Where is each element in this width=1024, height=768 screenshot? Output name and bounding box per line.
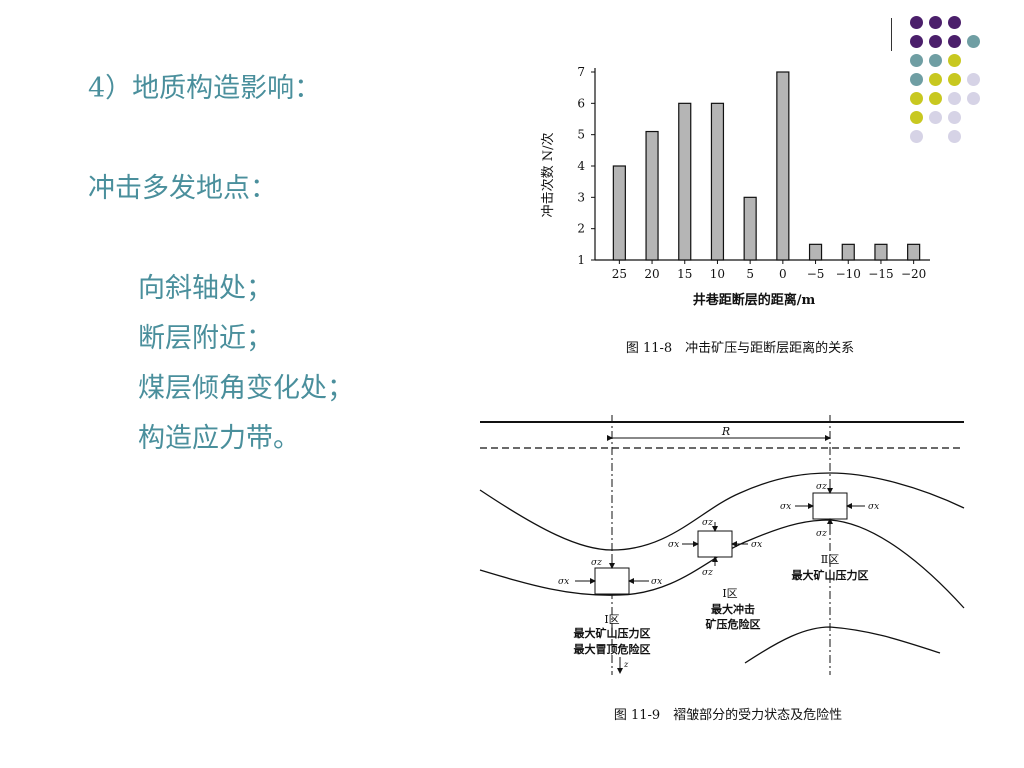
decoration-dot <box>967 73 980 86</box>
list-item: 构造应力带。 <box>138 423 300 454</box>
fold-stress-diagram: R σz σx σx σz σz σx σx σz σz σx σx Ⅰ区 最大… <box>479 415 965 723</box>
chart-y-tick-label: 1 <box>577 253 585 267</box>
decoration-line <box>891 18 892 51</box>
decoration-dot <box>948 73 961 86</box>
chart-bar <box>874 243 888 261</box>
decoration-dot <box>929 92 942 105</box>
sigma-x-label: σx <box>780 502 791 512</box>
chart-y-tick-label: 5 <box>577 128 585 142</box>
decoration-dot <box>929 54 942 67</box>
fold-curve-lower <box>479 519 965 609</box>
decoration-dot <box>967 92 980 105</box>
sigma-z-label: σz <box>816 529 827 539</box>
decoration-dot <box>948 92 961 105</box>
chart-caption: 图 11-8 冲击矿压与距断层距离的关系 <box>626 340 854 356</box>
zone-mid-roman: Ⅰ区 <box>722 587 737 600</box>
sigma-x-label: σx <box>751 540 762 550</box>
sigma-x-label: σx <box>868 502 879 512</box>
chart-y-tick-label: 7 <box>577 65 585 79</box>
list-item: 断层附近； <box>138 323 273 354</box>
chart-x-tick-label: −10 <box>836 267 861 281</box>
zone2-roman: Ⅱ区 <box>821 553 839 566</box>
decoration-dot <box>910 35 923 48</box>
chart-y-tick-label: 6 <box>577 96 585 110</box>
chart-y-tick-label: 3 <box>577 190 585 204</box>
chart-bar <box>841 243 855 261</box>
chart-x-tick-label: 5 <box>746 267 754 281</box>
z-label: z <box>623 660 629 669</box>
decoration-dot <box>948 111 961 124</box>
chart-bar <box>907 243 921 261</box>
decoration-dot <box>910 111 923 124</box>
chart-bar <box>808 243 823 261</box>
stress-element-3 <box>812 492 848 520</box>
list-item: 向斜轴处； <box>138 273 273 304</box>
zone1-roman: Ⅰ区 <box>604 613 619 626</box>
fold-curve-bottom <box>744 626 941 664</box>
sigma-z-label: σz <box>591 558 602 568</box>
chart-x-tick-label: −20 <box>901 267 926 281</box>
fold-curve-upper <box>479 472 965 551</box>
list-item: 煤层倾角变化处； <box>138 373 354 404</box>
decoration-dot <box>910 54 923 67</box>
slide-subheading: 冲击多发地点： <box>88 173 277 204</box>
chart-x-tick-label: −5 <box>807 267 825 281</box>
sigma-z-label: σz <box>816 482 827 492</box>
decoration-dot <box>948 35 961 48</box>
decoration-dot <box>967 35 980 48</box>
stress-element-1 <box>594 567 630 595</box>
decoration-dot <box>929 35 942 48</box>
chart-x-tick-label: 10 <box>710 267 725 281</box>
chart-y-tick-label: 2 <box>577 222 585 236</box>
chart-x-tick-label: 20 <box>644 267 659 281</box>
decoration-dot <box>910 73 923 86</box>
sigma-x-label: σx <box>668 540 679 550</box>
decoration-dot <box>910 92 923 105</box>
chart-bar <box>612 165 626 261</box>
chart-y-tick-label: 4 <box>577 159 585 173</box>
chart-x-tick-label: 25 <box>612 267 627 281</box>
chart-bar <box>710 102 725 261</box>
chart-bar <box>645 130 659 261</box>
decoration-dot <box>948 54 961 67</box>
r-label: R <box>721 425 730 438</box>
sigma-x-label: σx <box>558 577 569 587</box>
decoration-dot <box>929 111 942 124</box>
zone-mid-line1: 最大冲击 <box>711 602 755 616</box>
sigma-z-label: σz <box>702 568 713 578</box>
chart-y-axis-label: 冲击次数 N/次 <box>540 133 556 218</box>
sigma-z-label: σz <box>702 518 713 528</box>
decoration-dot <box>910 16 923 29</box>
diagram-caption: 图 11-9 褶皱部分的受力状态及危险性 <box>614 707 842 723</box>
zone1-line2: 最大冒顶危险区 <box>574 642 651 656</box>
bar-chart: 1 2 3 4 5 6 7 25 20 15 10 5 0 −5 −10 −15 −20 冲击次数 N/次 井巷… <box>540 65 930 356</box>
chart-x-axis-label: 井巷距断层的距离/m <box>693 292 816 308</box>
chart-bar <box>678 102 692 261</box>
sigma-x-label: σx <box>651 577 662 587</box>
slide-heading: 4）地质构造影响： <box>88 73 322 104</box>
stress-element-2 <box>697 530 733 558</box>
chart-bar <box>776 71 790 261</box>
decoration-dot <box>948 130 961 143</box>
decoration-dot <box>929 73 942 86</box>
decoration-dot <box>910 130 923 143</box>
chart-x-tick-label: 15 <box>677 267 692 281</box>
chart-x-tick-label: −15 <box>868 267 893 281</box>
zone2-line1: 最大矿山压力区 <box>792 568 869 582</box>
chart-bar <box>743 196 757 261</box>
decoration-dot <box>948 16 961 29</box>
chart-x-tick-label: 0 <box>779 267 787 281</box>
decoration-dot <box>929 16 942 29</box>
zone-mid-line2: 矿压危险区 <box>706 617 761 631</box>
zone1-line1: 最大矿山压力区 <box>574 626 651 640</box>
